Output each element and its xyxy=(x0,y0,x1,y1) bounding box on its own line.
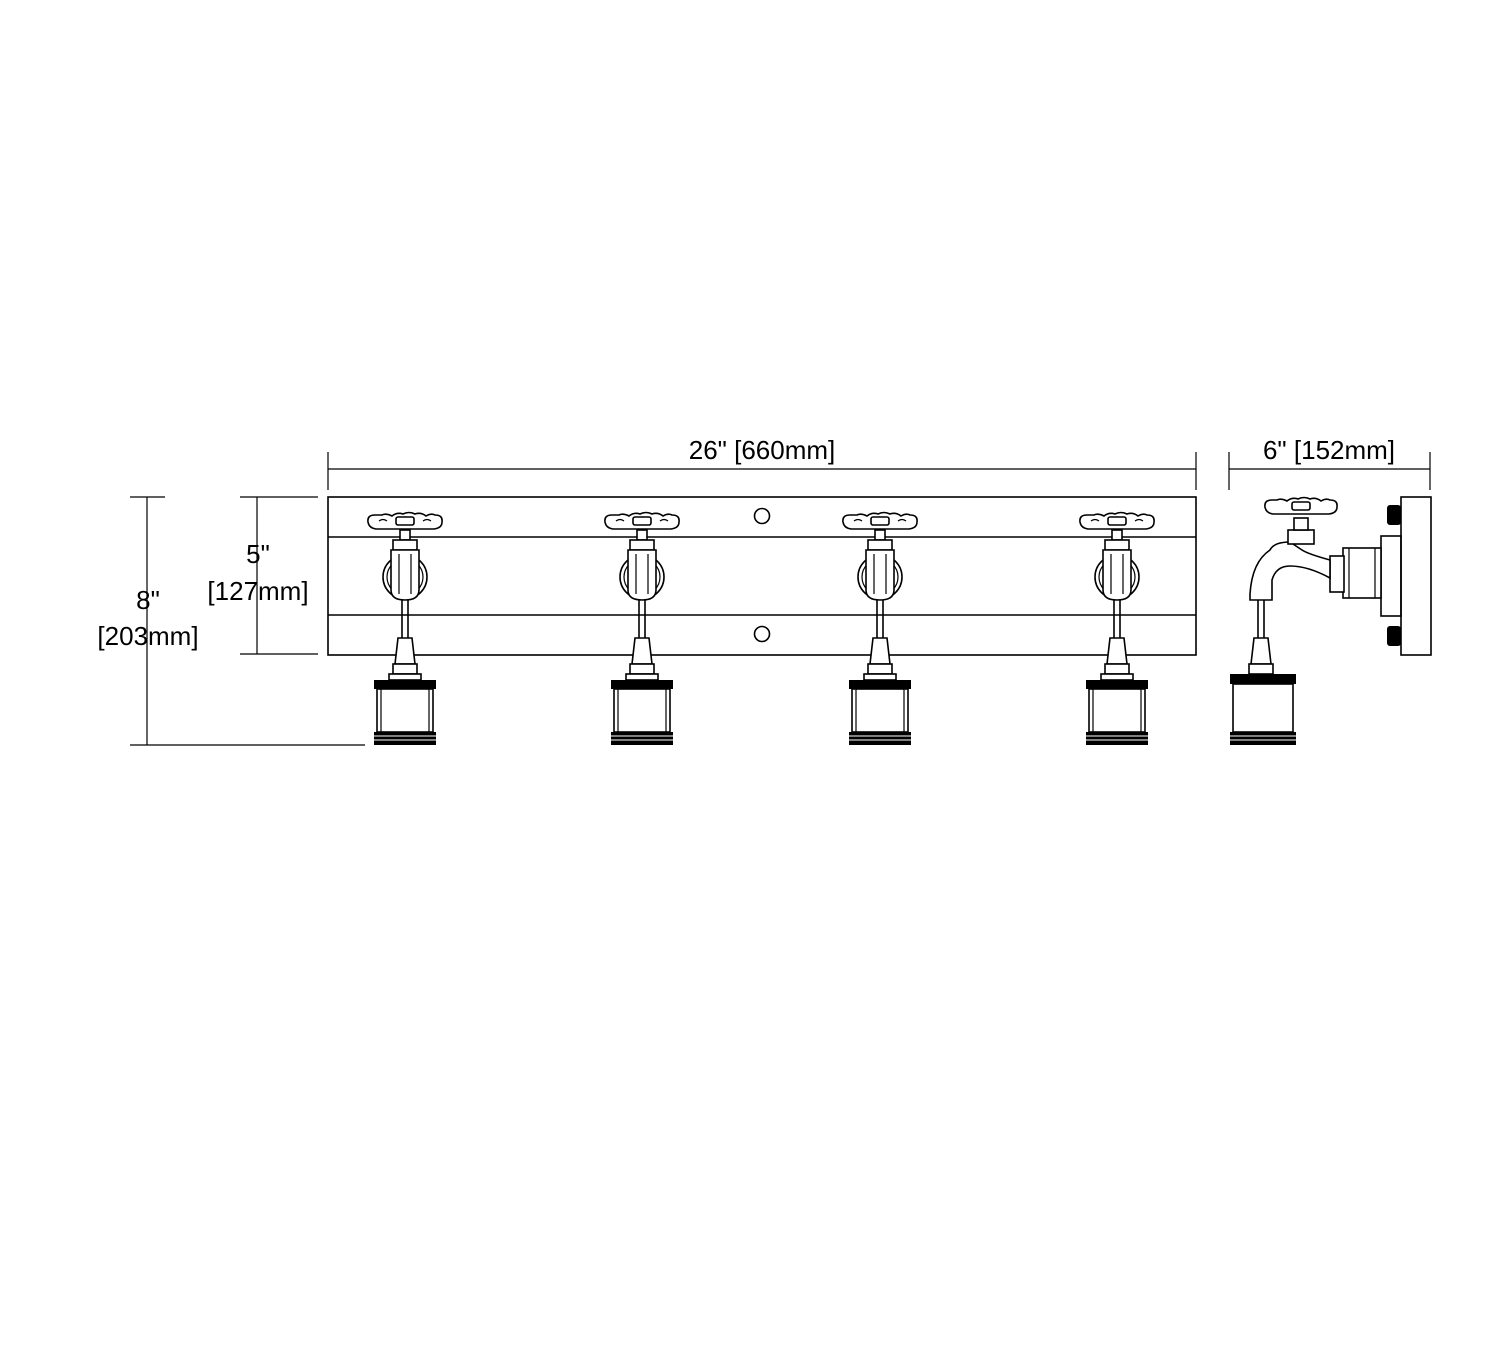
backplate-height-mm-label: [127mm] xyxy=(207,576,308,606)
front-backplate xyxy=(327,496,1197,656)
overall-height-mm-label: [203mm] xyxy=(97,621,198,651)
depth-dimension: 6" [152mm] xyxy=(1228,435,1431,490)
width-label: 26" [660mm] xyxy=(689,435,836,465)
fixture-1 xyxy=(367,511,443,746)
front-fixtures xyxy=(367,511,1155,746)
side-view xyxy=(1230,496,1432,745)
fixture-2 xyxy=(604,511,680,746)
fixture-4 xyxy=(1079,511,1155,746)
width-dimension: 26" [660mm] xyxy=(327,435,1197,490)
fixture-3 xyxy=(842,511,918,746)
mounting-hole-icon xyxy=(753,625,771,643)
backplate-height-dimension: 5" [127mm] xyxy=(207,496,318,655)
depth-label: 6" [152mm] xyxy=(1263,435,1395,465)
mounting-hole-icon xyxy=(753,507,771,525)
backplate-height-inch-label: 5" xyxy=(246,539,270,569)
overall-height-dimension: 8" [203mm] xyxy=(97,496,365,746)
overall-height-inch-label: 8" xyxy=(136,585,160,615)
